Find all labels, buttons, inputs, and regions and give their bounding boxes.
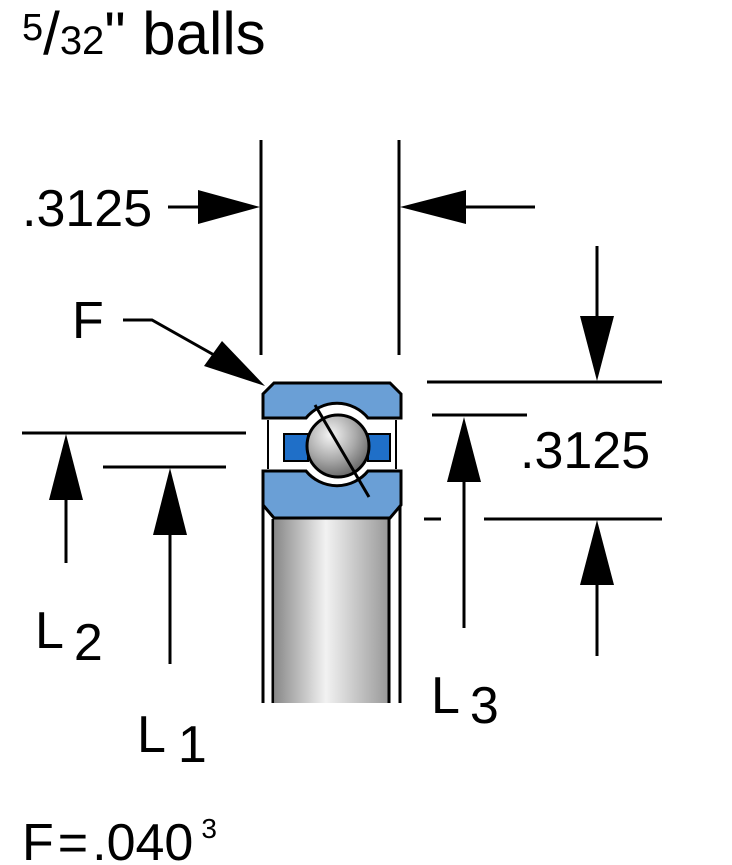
width-arrow-right-head xyxy=(400,190,466,224)
l1-arrow-head xyxy=(153,468,187,535)
contact-angle-line xyxy=(313,404,371,498)
title-denominator: 32 xyxy=(60,19,105,63)
separator-left xyxy=(283,433,309,462)
title-slash: / xyxy=(43,0,60,67)
l2-arrow-head xyxy=(49,434,83,500)
l3-arrow-head xyxy=(447,417,481,482)
l2-label-subscript: 2 xyxy=(74,614,103,672)
footnote-equals: = xyxy=(58,814,88,865)
l1-label-subscript: 1 xyxy=(178,716,207,774)
bearing-cross-section xyxy=(261,381,403,703)
width-dimension-value: .3125 xyxy=(22,180,152,238)
height-arrow-top-head xyxy=(580,316,614,381)
f-arrow-head xyxy=(204,341,265,386)
l3-label-letter: L xyxy=(431,667,460,725)
title-suffix: " balls xyxy=(104,0,265,67)
title-numerator: 5 xyxy=(22,7,43,49)
inner-race xyxy=(261,469,403,520)
race-gap-left xyxy=(266,420,284,469)
separator-right xyxy=(367,433,391,462)
footnote-lhs: F xyxy=(22,814,54,865)
l3-label-subscript: 3 xyxy=(470,677,499,735)
width-dimension: .3125 xyxy=(22,140,535,355)
height-arrow-bottom-head xyxy=(580,520,614,585)
f-leader-line xyxy=(123,318,231,366)
l1-label-letter: L xyxy=(137,706,166,764)
f-pointer-label: F xyxy=(72,292,104,350)
title: 5/32" balls xyxy=(22,0,266,67)
l2-label-letter: L xyxy=(35,602,64,660)
width-arrow-left-head xyxy=(198,190,260,224)
bearing-bore xyxy=(275,519,388,703)
f-pointer: F xyxy=(72,292,265,386)
outer-race xyxy=(261,381,403,420)
height-dimension-value: .3125 xyxy=(520,422,650,480)
footnote-superscript: 3 xyxy=(201,813,217,844)
footnote: F=.040 3 xyxy=(22,813,217,865)
height-dimension: .3125 xyxy=(424,246,662,656)
footnote-value: .040 xyxy=(92,814,193,865)
